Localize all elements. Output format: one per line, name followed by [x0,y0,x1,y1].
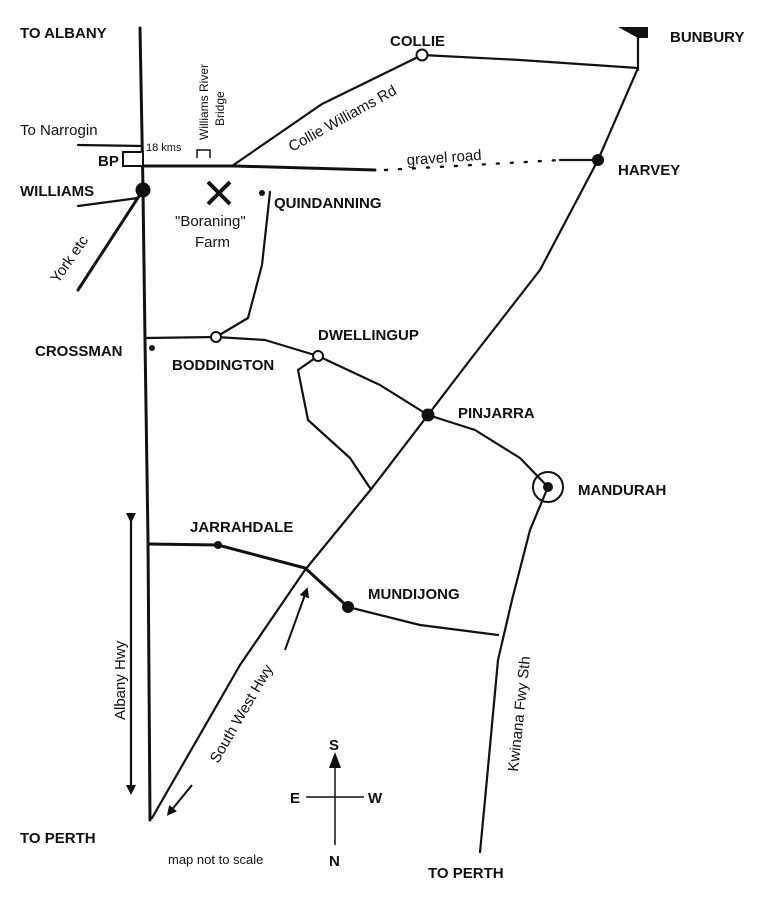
bridge-bracket [196,149,211,158]
williams-marker [135,182,151,198]
south-west-hwy-label: South West Hwy [207,661,277,766]
boddington-marker [210,331,222,343]
south-west-hwy-arrow-bottom [166,784,193,816]
crossman-marker [149,345,155,351]
boddington-label: BODDINGTON [172,357,274,374]
harvey-marker [592,154,604,166]
mandurah-marker [543,482,553,492]
collie-marker [415,48,429,62]
mandurah-ring [532,471,564,503]
albany-hwy-road [138,26,152,822]
farm-type-label: Farm [195,234,230,251]
to-narrogin-label: To Narrogin [20,122,98,139]
to-perth-left-label: TO PERTH [20,830,96,847]
crossman-label: CROSSMAN [35,343,123,360]
compass-north-label: N [329,853,340,870]
x-mark-icon [206,180,232,206]
gravel-road-line [383,158,562,172]
york-road [76,188,145,292]
compass-arrow-icon [329,752,341,768]
gravel-road-label: gravel road [406,147,482,169]
mundijong-marker [342,601,354,613]
compass-south-label: S [329,737,339,754]
to-albany-label: TO ALBANY [20,25,107,42]
bp-label: BP [98,153,119,170]
williams-spur [76,196,140,208]
bp-station [122,151,144,167]
mundijong-label: MUNDIJONG [368,586,460,603]
to-perth-bottom-label: TO PERTH [428,865,504,882]
collie-label: COLLIE [390,33,445,50]
distance-label: 18 kms [146,142,182,154]
crossman-boddington-road [144,335,430,417]
scale-note: map not to scale [168,852,263,867]
collie-bunbury-road [420,53,640,70]
williams-east-road [141,164,377,172]
narrogin-road [76,143,144,148]
farm-name-label: "Boraning" [175,213,246,230]
dwellingup-loop-road [296,354,372,490]
quindanning-label: QUINDANNING [274,195,382,212]
pinjarra-label: PINJARRA [458,405,535,422]
williams-river-label: Williams River [197,64,211,140]
harvey-label: HARVEY [618,162,680,179]
south-west-hwy-arrow-top [284,587,309,651]
mandurah-label: MANDURAH [578,482,666,499]
bunbury-label: BUNBURY [670,29,744,46]
compass-west-label: W [368,790,383,807]
dwellingup-marker [312,350,324,362]
pinjarra-marker [421,408,435,422]
bunbury-flag [618,27,648,38]
mundijong-road [346,605,500,637]
compass: S N E W [290,737,383,870]
jarrahdale-marker [214,541,222,549]
collie-williams-road [230,53,424,168]
quindanning-road [214,190,272,339]
kwinana-fwy-road [478,485,550,854]
dwellingup-label: DWELLINGUP [318,327,419,344]
south-west-hwy-road [150,66,640,820]
jarrahdale-road [146,542,350,609]
bridge-label: Bridge [213,91,227,126]
quindanning-marker [259,190,265,196]
compass-east-label: E [290,790,300,807]
albany-hwy-label: Albany Hwy [112,640,129,720]
kwinana-fwy-label: Kwinana Fwy Sth [505,655,534,772]
jarrahdale-label: JARRAHDALE [190,519,293,536]
williams-label: WILLIAMS [20,183,94,200]
pinjarra-mandurah-road [426,413,550,489]
